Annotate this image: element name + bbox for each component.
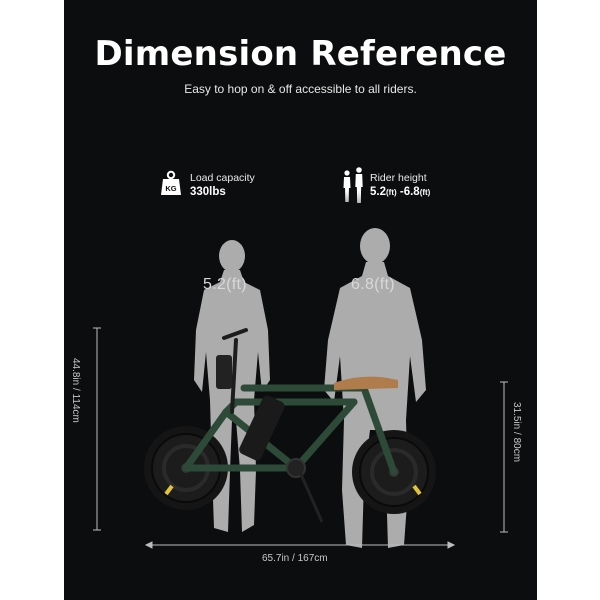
- rider-height-max-unit: (ft): [419, 188, 431, 197]
- battery-pack: [239, 395, 285, 461]
- handlebar: [222, 328, 248, 414]
- page-subtitle: Easy to hop on & off accessible to all r…: [184, 82, 417, 96]
- dimension-illustration: [93, 228, 508, 549]
- rider-height-spec: Rider height 5.2(ft) -6.8(ft): [370, 172, 430, 198]
- rider-height-min-unit: (ft): [386, 188, 397, 197]
- total-height-label: 44.8in / 114cm: [70, 358, 81, 423]
- page-title: Dimension Reference: [94, 34, 507, 74]
- ebike-illustration: [144, 328, 436, 523]
- short-rider-label: 5.2(ft): [203, 276, 247, 293]
- length-line: [144, 541, 456, 549]
- rider-height-label: Rider height: [370, 172, 427, 184]
- weight-icon-text: KG: [165, 184, 176, 193]
- total-height-line: [93, 327, 101, 531]
- load-capacity-value: 330lbs: [190, 186, 226, 198]
- weight-kg-icon: KG: [161, 170, 181, 195]
- seat-height-line: [500, 381, 508, 533]
- product-panel: Dimension Reference Easy to hop on & off…: [64, 0, 537, 600]
- rider-height-max: 6.8: [403, 186, 420, 198]
- rider-height-separator: -: [396, 186, 404, 198]
- headlight: [216, 355, 232, 389]
- seat-height-label: 31.5in / 80cm: [511, 402, 522, 463]
- rider-height-min: 5.2: [370, 186, 386, 198]
- kickstand: [298, 471, 324, 523]
- length-label: 65.7in / 167cm: [262, 553, 328, 564]
- tall-rider-label: 6.8(ft): [351, 276, 395, 293]
- rider-silhouettes-icon: [343, 167, 363, 203]
- load-capacity-label: Load capacity: [190, 172, 255, 184]
- rider-height-value: 5.2(ft) -6.8(ft): [370, 186, 430, 198]
- load-capacity-spec: Load capacity 330lbs: [190, 172, 255, 198]
- saddle: [334, 376, 398, 390]
